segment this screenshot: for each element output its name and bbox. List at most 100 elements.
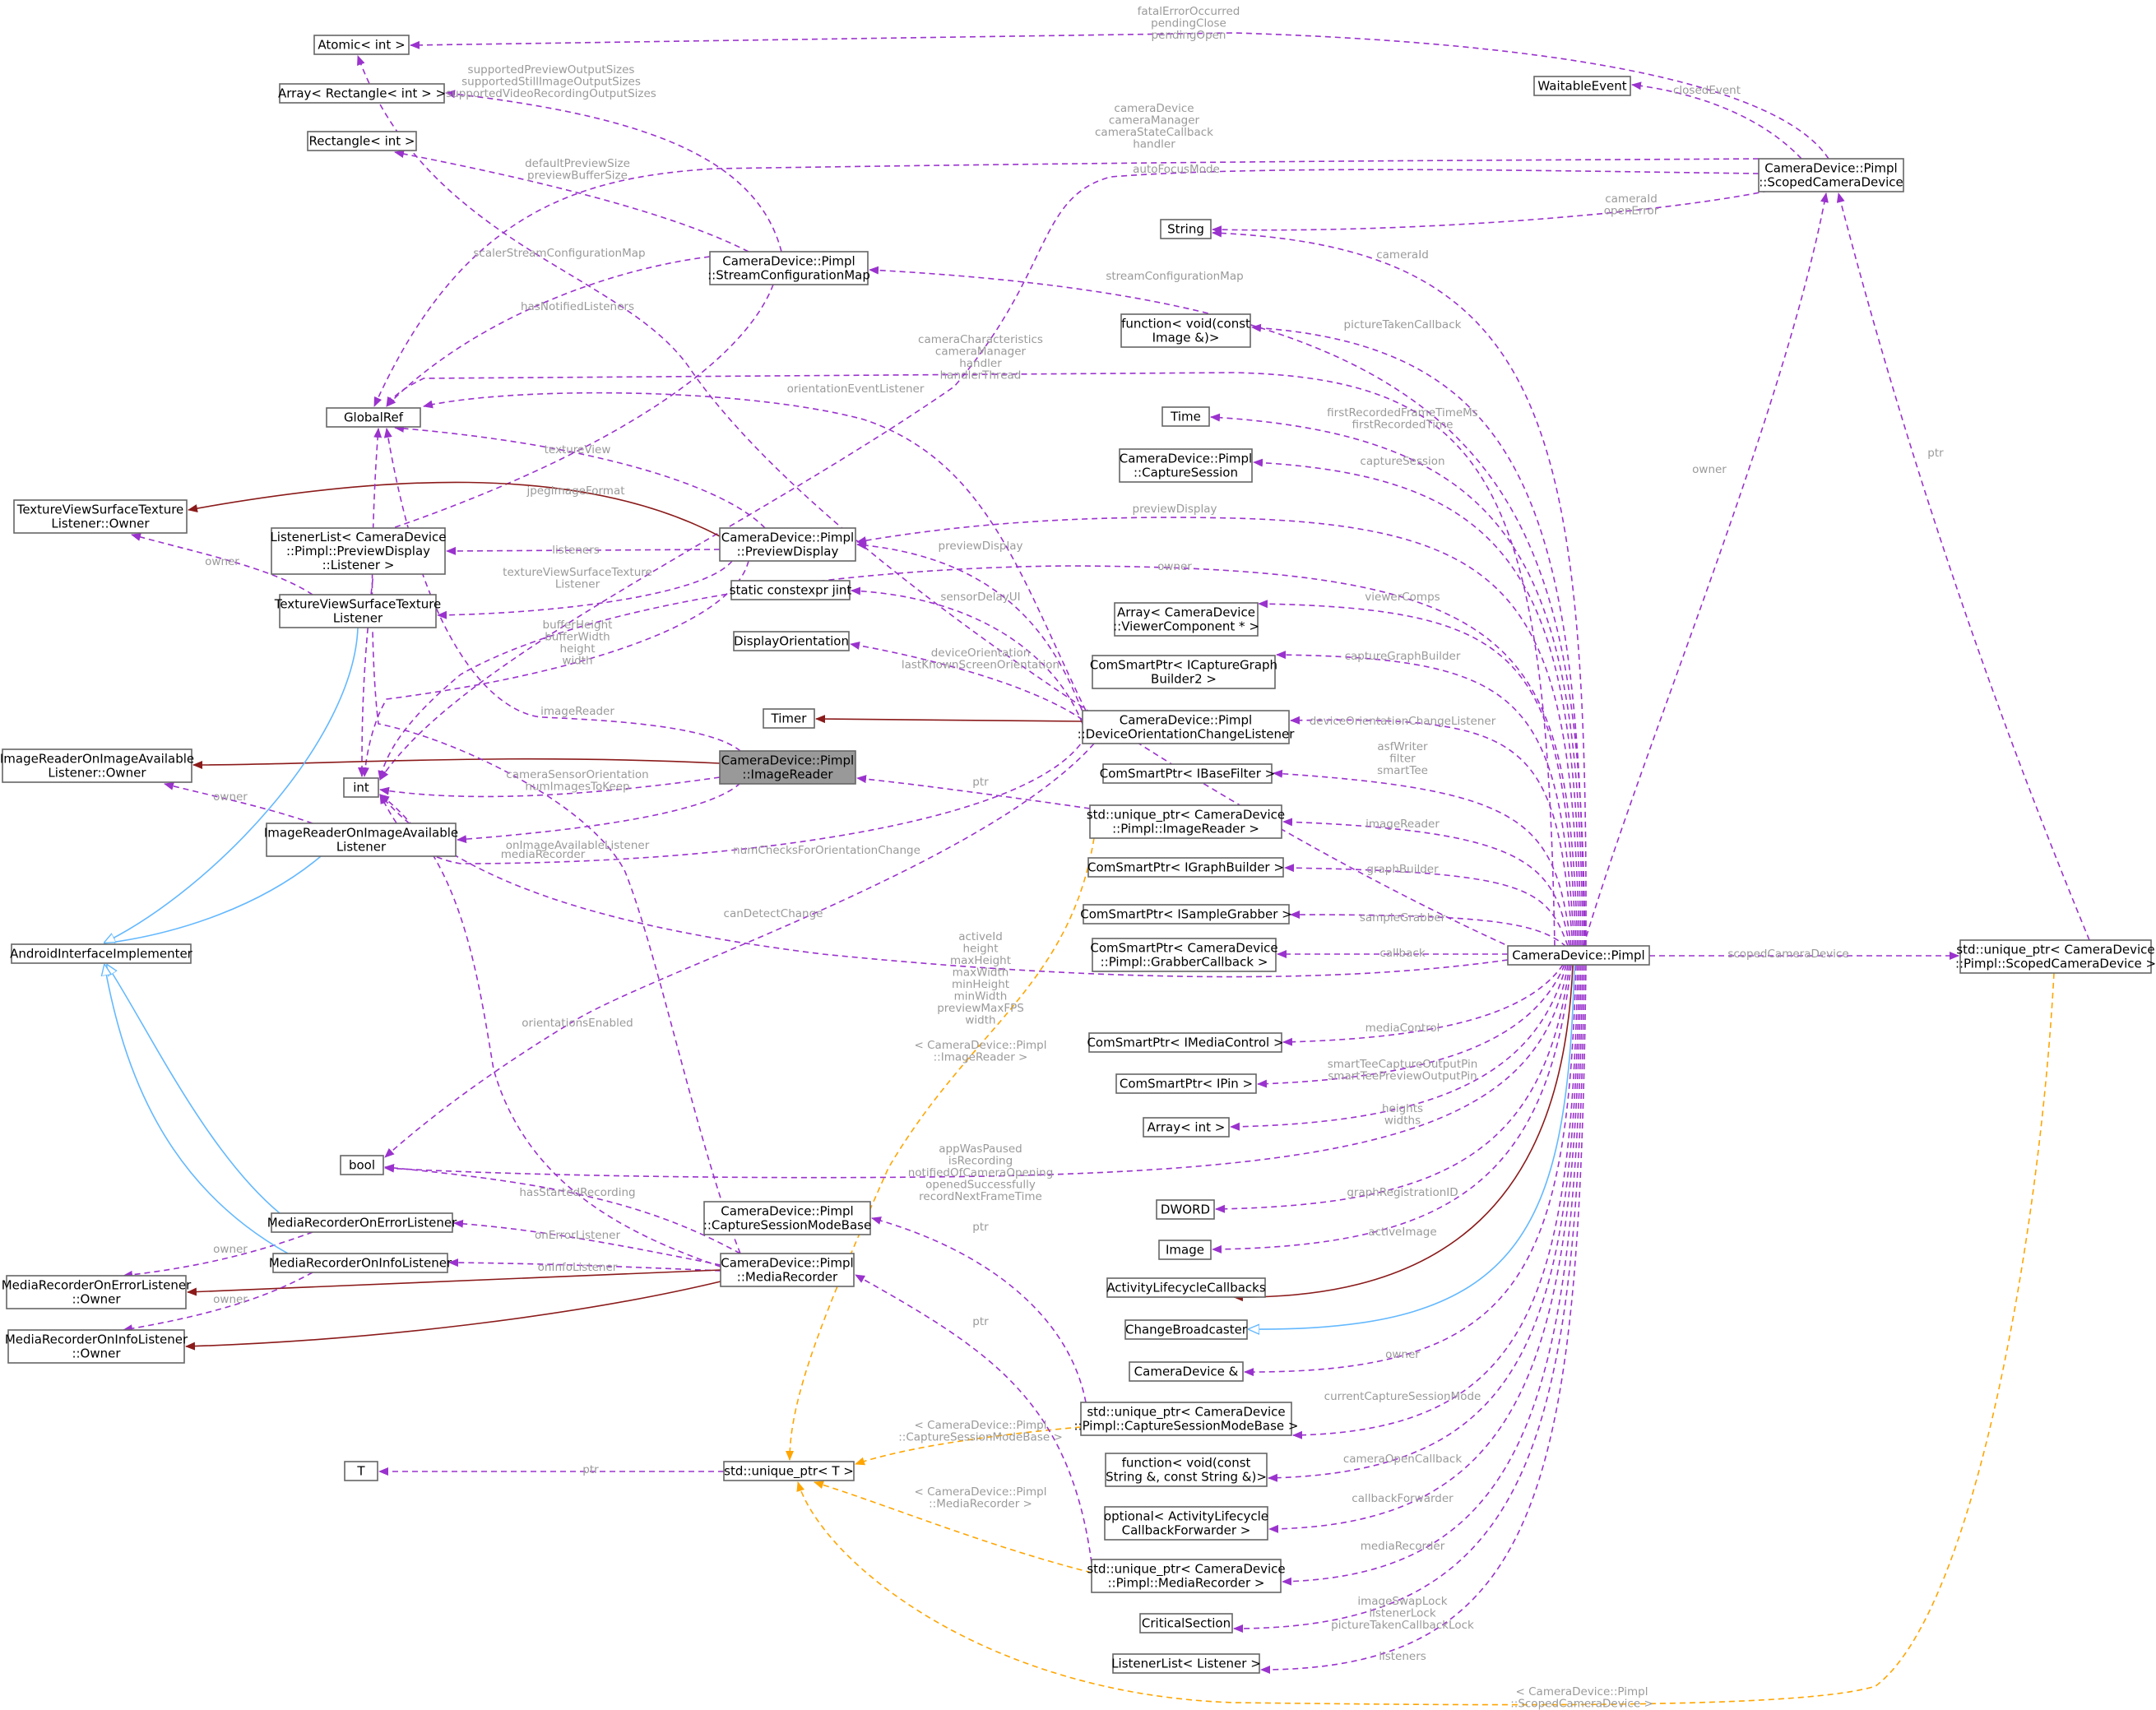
node-mroel[interactable]: MediaRecorderOnErrorListener [267, 1212, 457, 1233]
edge-scm-globalref [386, 256, 711, 407]
node-uptr-scd[interactable]: std::unique_ptr< CameraDevice::Pimpl::Sc… [1955, 939, 2156, 974]
node-label: MediaRecorderOnInfoListener::Owner [5, 1332, 188, 1361]
node-label: CameraDevice::Pimpl::ScopedCameraDevice [1759, 161, 1903, 190]
node-critsec[interactable]: CriticalSection [1139, 1613, 1233, 1634]
edge-label-pimpl-ll: listeners [1379, 1650, 1426, 1663]
edge-pimpl-docl [1290, 716, 1574, 947]
node-label: CameraDevice::Pimpl::CaptureSessionModeB… [703, 1204, 871, 1233]
edge-pimpl-imc [1282, 964, 1564, 1046]
edge-pd-tvst [437, 560, 733, 619]
node-time[interactable]: Time [1161, 406, 1210, 427]
node-string[interactable]: String [1160, 219, 1212, 239]
edge-docl-pd [856, 541, 1087, 721]
edge-uptrir-ir [856, 775, 1091, 809]
node-csp-isg[interactable]: ComSmartPtr< ISampleGrabber > [1080, 904, 1292, 925]
node-arr-vc[interactable]: Array< CameraDevice::ViewerComponent * > [1113, 602, 1259, 637]
edge-label-uptrscd-uptrT: < CameraDevice::Pimpl::ScopedCameraDevic… [1510, 1685, 1653, 1710]
node-label: CameraDevice::Pimpl::StreamConfiguration… [707, 254, 870, 283]
edge-label-pd-globalref: textureView [545, 443, 611, 456]
node-bool[interactable]: bool [340, 1155, 384, 1175]
node-image[interactable]: Image [1158, 1240, 1212, 1260]
node-int[interactable]: int [343, 777, 379, 798]
node-mroil-owner[interactable]: MediaRecorderOnInfoListener::Owner [5, 1329, 188, 1364]
node-scd[interactable]: CameraDevice::Pimpl::ScopedCameraDevice [1758, 158, 1904, 192]
edge-label-pimpl-image: activeImage [1368, 1226, 1436, 1239]
edge-label-pimpl-int: owner [1157, 560, 1192, 573]
edge-label-mr-int: orientationsEnabled [522, 1017, 633, 1030]
node-docl[interactable]: CameraDevice::Pimpl::DeviceOrientationCh… [1078, 710, 1296, 744]
node-label: ChangeBroadcaster [1125, 1323, 1248, 1337]
node-label: std::unique_ptr< CameraDevice::Pimpl::Ca… [1073, 1405, 1298, 1434]
edge-pimpl-time [1210, 413, 1583, 947]
node-csp-imc[interactable]: ComSmartPtr< IMediaControl > [1087, 1032, 1284, 1053]
edge-label-pimpl-uptrmr: mediaRecorder [1361, 1540, 1445, 1553]
node-capsess[interactable]: CameraDevice::Pimpl::CaptureSession [1119, 448, 1253, 483]
edge-pimpl-capsess [1253, 458, 1582, 947]
node-atomic[interactable]: Atomic< int > [313, 35, 410, 55]
node-mroel-owner[interactable]: MediaRecorderOnErrorListener::Owner [2, 1275, 192, 1309]
node-ir[interactable]: CameraDevice::Pimpl::ImageReader [719, 750, 856, 785]
node-arr-int[interactable]: Array< int > [1143, 1117, 1230, 1138]
node-rect[interactable]: Rectangle< int > [307, 131, 417, 151]
node-uptr-ir[interactable]: std::unique_ptr< CameraDevice::Pimpl::Im… [1087, 804, 1285, 839]
node-uptr-csmb[interactable]: std::unique_ptr< CameraDevice::Pimpl::Ca… [1073, 1402, 1299, 1436]
node-globalref[interactable]: GlobalRef [326, 407, 421, 428]
node-alc[interactable]: ActivityLifecycleCallbacks [1106, 1277, 1266, 1298]
edge-label-docl-globalref: orientationEventListener [787, 382, 925, 396]
node-uptr-T[interactable]: std::unique_ptr< T > [723, 1461, 855, 1481]
node-dword[interactable]: DWORD [1156, 1199, 1215, 1220]
edge-label-uptrscd-scd: ptr [1927, 447, 1944, 460]
node-uptr-mr[interactable]: std::unique_ptr< CameraDevice::Pimpl::Me… [1087, 1559, 1286, 1593]
edge-pimpl-uptrmr [1282, 964, 1583, 1586]
edge-docl-dispor [850, 641, 1083, 721]
edge-pimpl-opt [1268, 964, 1582, 1533]
edge-docl-jint [851, 586, 1083, 725]
node-csp-ipin[interactable]: ComSmartPtr< IPin > [1115, 1073, 1257, 1094]
node-mr[interactable]: CameraDevice::Pimpl::MediaRecorder [720, 1253, 855, 1287]
node-aii[interactable]: AndroidInterfaceImplementer [10, 943, 193, 964]
node-listenerlist[interactable]: ListenerList< Listener > [1111, 1653, 1261, 1674]
edge-ir-int [379, 776, 721, 798]
node-timer[interactable]: Timer [763, 708, 815, 729]
node-dispor[interactable]: DisplayOrientation [733, 631, 850, 651]
node-camdev-ref[interactable]: CameraDevice & [1129, 1361, 1244, 1382]
node-cb[interactable]: ChangeBroadcaster [1124, 1319, 1248, 1340]
node-scm[interactable]: CameraDevice::Pimpl::StreamConfiguration… [707, 251, 870, 285]
node-arr-rect[interactable]: Array< Rectangle< int > > [278, 83, 446, 104]
node-label: std::unique_ptr< T > [724, 1464, 854, 1480]
node-sc-jint[interactable]: static constexpr jint [730, 580, 852, 600]
node-waitable[interactable]: WaitableEvent [1533, 76, 1631, 96]
node-label: std::unique_ptr< CameraDevice::Pimpl::Me… [1087, 1562, 1285, 1591]
edge-docl-globalref [423, 392, 1087, 711]
node-csp-ibf[interactable]: ComSmartPtr< IBaseFilter > [1100, 763, 1276, 784]
edge-label-uptrmr-uptrT: < CameraDevice::Pimpl::MediaRecorder > [915, 1485, 1047, 1511]
edge-label-pimpl-capsess: captureSession [1360, 455, 1444, 468]
edge-label-pimpl-uptrcsmb: currentCaptureSessionMode [1324, 1390, 1481, 1403]
node-pd[interactable]: CameraDevice::Pimpl::PreviewDisplay [719, 527, 856, 562]
node-label: CameraDevice::Pimpl::DeviceOrientationCh… [1078, 713, 1296, 742]
node-listenerlist-pd[interactable]: ListenerList< CameraDevice::Pimpl::Previ… [270, 527, 447, 575]
edge-pimpl-cb [1249, 964, 1575, 1329]
node-T[interactable]: T [344, 1461, 378, 1481]
node-csmb[interactable]: CameraDevice::Pimpl::CaptureSessionModeB… [703, 1201, 871, 1235]
edge-ir-globalref [383, 428, 741, 752]
node-csp-gcb[interactable]: ComSmartPtr< CameraDevice::Pimpl::Grabbe… [1090, 938, 1278, 972]
node-csp-igb[interactable]: ComSmartPtr< IGraphBuilder > [1087, 857, 1284, 878]
node-mroil[interactable]: MediaRecorderOnInfoListener [269, 1253, 452, 1273]
edge-docl-bool [384, 743, 1095, 1158]
edge-pimpl-critsec [1233, 964, 1585, 1633]
node-pimpl[interactable]: CameraDevice::Pimpl [1507, 945, 1650, 966]
